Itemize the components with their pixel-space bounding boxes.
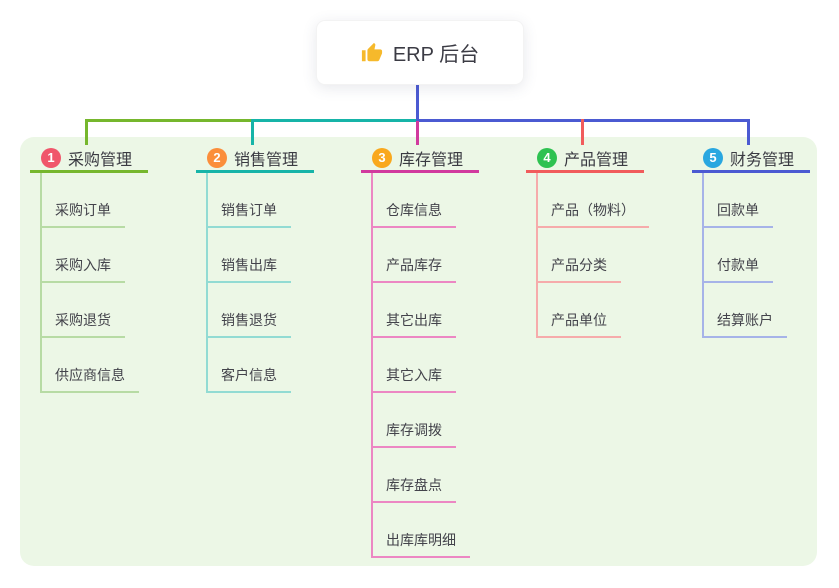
branch-number-badge: 1 xyxy=(41,147,61,168)
child-label: 供应商信息 xyxy=(42,365,139,393)
child-node[interactable]: 产品库存 xyxy=(373,228,470,283)
child-label: 销售订单 xyxy=(208,200,291,228)
thumbs-up-icon xyxy=(361,42,383,64)
branch-node-inventory[interactable]: 3 库存管理 xyxy=(361,145,479,173)
child-node[interactable]: 库存调拨 xyxy=(373,393,470,448)
child-label: 回款单 xyxy=(704,200,773,228)
child-label: 库存盘点 xyxy=(373,475,456,503)
child-label: 付款单 xyxy=(704,255,773,283)
child-label: 产品单位 xyxy=(538,310,621,338)
connector-drop-sales xyxy=(251,119,254,145)
child-label: 采购入库 xyxy=(42,255,125,283)
child-node[interactable]: 客户信息 xyxy=(208,338,291,393)
child-label: 产品分类 xyxy=(538,255,621,283)
child-node[interactable]: 采购入库 xyxy=(42,228,139,283)
branch-label: 财务管理 xyxy=(730,151,795,169)
branch-label: 采购管理 xyxy=(68,151,133,169)
child-node[interactable]: 销售出库 xyxy=(208,228,291,283)
child-label: 库存调拨 xyxy=(373,420,456,448)
child-label: 其它入库 xyxy=(373,365,456,393)
branch-label: 销售管理 xyxy=(234,151,299,169)
branch-children: 采购订单 采购入库 采购退货 供应商信息 xyxy=(40,173,139,393)
branch-inventory: 3 库存管理 仓库信息 产品库存 其它出库 其它入库 库存调拨 库存盘点 出库库… xyxy=(361,145,479,558)
branch-label: 产品管理 xyxy=(564,151,629,169)
branch-node-product[interactable]: 4 产品管理 xyxy=(526,145,644,173)
child-node[interactable]: 库存盘点 xyxy=(373,448,470,503)
connector-root-vertical xyxy=(416,82,419,122)
child-node[interactable]: 其它出库 xyxy=(373,283,470,338)
child-node[interactable]: 出库库明细 xyxy=(373,503,470,558)
branch-children: 回款单 付款单 结算账户 xyxy=(702,173,787,338)
child-label: 客户信息 xyxy=(208,365,291,393)
branch-children: 仓库信息 产品库存 其它出库 其它入库 库存调拨 库存盘点 出库库明细 xyxy=(371,173,470,558)
child-label: 销售出库 xyxy=(208,255,291,283)
child-label: 采购退货 xyxy=(42,310,125,338)
branch-label: 库存管理 xyxy=(399,151,464,169)
child-label: 产品（物料） xyxy=(538,200,649,228)
child-node[interactable]: 产品分类 xyxy=(538,228,649,283)
child-node[interactable]: 销售订单 xyxy=(208,173,291,228)
connector-drop-inventory xyxy=(416,121,419,145)
branch-node-purchase[interactable]: 1 采购管理 xyxy=(30,145,148,173)
connector-drop-finance xyxy=(747,119,750,145)
child-label: 其它出库 xyxy=(373,310,456,338)
branch-product: 4 产品管理 产品（物料） 产品分类 产品单位 xyxy=(526,145,649,338)
child-node[interactable]: 付款单 xyxy=(704,228,787,283)
connector-drop-purchase xyxy=(85,119,88,145)
child-node[interactable]: 产品（物料） xyxy=(538,173,649,228)
root-label: ERP 后台 xyxy=(392,44,480,66)
branch-purchase: 1 采购管理 采购订单 采购入库 采购退货 供应商信息 xyxy=(30,145,148,393)
branch-number-badge: 2 xyxy=(207,147,227,168)
child-label: 结算账户 xyxy=(704,310,787,338)
child-label: 销售退货 xyxy=(208,310,291,338)
root-node[interactable]: ERP 后台 xyxy=(316,20,524,85)
child-node[interactable]: 回款单 xyxy=(704,173,787,228)
branches-panel xyxy=(20,137,817,566)
connector-bus-segment-green xyxy=(85,119,253,122)
child-label: 产品库存 xyxy=(373,255,456,283)
child-node[interactable]: 销售退货 xyxy=(208,283,291,338)
branch-number-badge: 5 xyxy=(703,147,723,168)
branch-number-badge: 4 xyxy=(537,147,557,168)
branch-node-sales[interactable]: 2 销售管理 xyxy=(196,145,314,173)
branch-node-finance[interactable]: 5 财务管理 xyxy=(692,145,810,173)
child-label: 出库库明细 xyxy=(373,530,470,558)
connector-drop-product xyxy=(581,119,584,145)
connector-bus-segment-teal xyxy=(252,119,417,122)
child-node[interactable]: 供应商信息 xyxy=(42,338,139,393)
child-node[interactable]: 采购退货 xyxy=(42,283,139,338)
child-node[interactable]: 仓库信息 xyxy=(373,173,470,228)
child-node[interactable]: 结算账户 xyxy=(704,283,787,338)
branch-sales: 2 销售管理 销售订单 销售出库 销售退货 客户信息 xyxy=(196,145,314,393)
branch-finance: 5 财务管理 回款单 付款单 结算账户 xyxy=(692,145,810,338)
branch-children: 销售订单 销售出库 销售退货 客户信息 xyxy=(206,173,291,393)
child-label: 仓库信息 xyxy=(373,200,456,228)
branch-number-badge: 3 xyxy=(372,147,392,168)
branch-children: 产品（物料） 产品分类 产品单位 xyxy=(536,173,649,338)
child-label: 采购订单 xyxy=(42,200,125,228)
child-node[interactable]: 采购订单 xyxy=(42,173,139,228)
child-node[interactable]: 产品单位 xyxy=(538,283,649,338)
child-node[interactable]: 其它入库 xyxy=(373,338,470,393)
